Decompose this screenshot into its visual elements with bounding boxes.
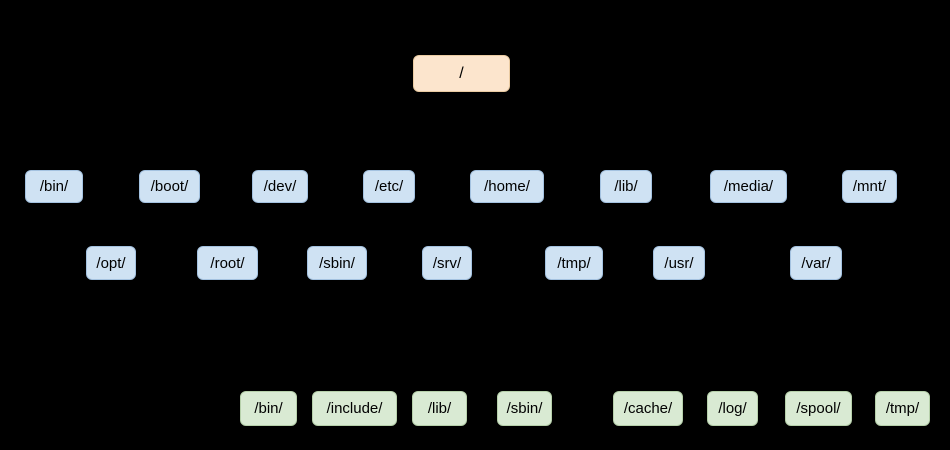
node-var: /var/ [790,246,842,280]
node-opt: /opt/ [86,246,136,280]
node-media: /media/ [710,170,787,203]
node-root-dir: /root/ [197,246,258,280]
node-usr-bin: /bin/ [240,391,297,426]
node-bin: /bin/ [25,170,83,203]
node-usr-sbin: /sbin/ [497,391,552,426]
node-srv: /srv/ [422,246,472,280]
node-var-spool: /spool/ [785,391,852,426]
node-tmp: /tmp/ [545,246,603,280]
node-usr-include: /include/ [312,391,397,426]
node-var-log: /log/ [707,391,758,426]
node-usr: /usr/ [653,246,705,280]
node-var-tmp: /tmp/ [875,391,930,426]
node-dev: /dev/ [252,170,308,203]
node-sbin: /sbin/ [307,246,367,280]
node-home: /home/ [470,170,544,203]
node-etc: /etc/ [363,170,415,203]
node-boot: /boot/ [139,170,200,203]
node-mnt: /mnt/ [842,170,897,203]
node-usr-lib: /lib/ [412,391,467,426]
node-var-cache: /cache/ [613,391,683,426]
node-root: / [413,55,510,92]
node-lib: /lib/ [600,170,652,203]
